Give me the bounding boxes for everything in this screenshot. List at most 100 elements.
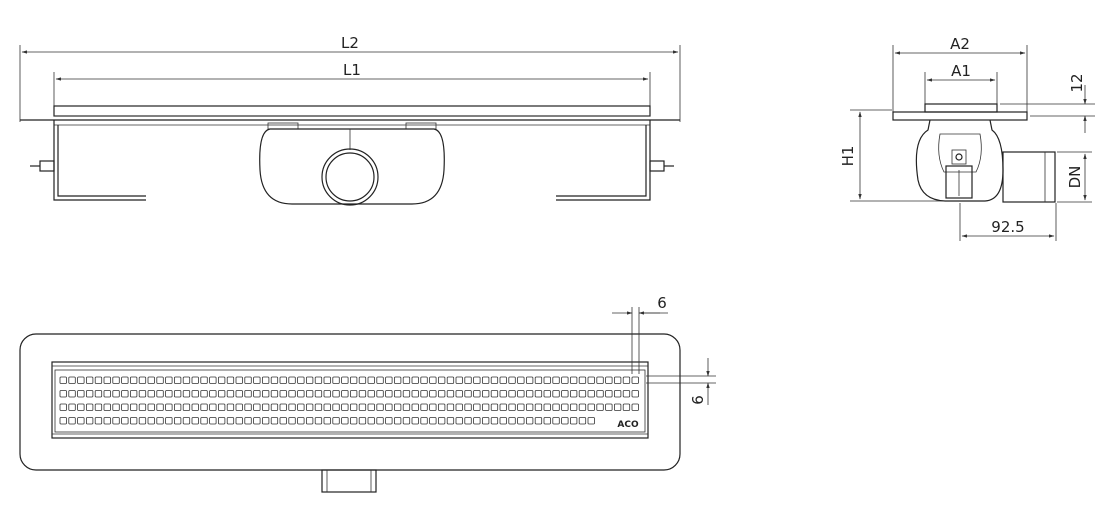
grate-slot — [288, 390, 296, 398]
front-view: L2 L1 — [19, 34, 681, 206]
grate-slot — [349, 390, 358, 398]
grate-slot — [402, 390, 411, 398]
grate-slot — [499, 376, 507, 384]
grate-brand-label: ACO — [617, 420, 639, 430]
grate-slot — [552, 390, 560, 398]
grate-slot — [103, 403, 111, 411]
plan-view: ACO 6 6 — [19, 294, 716, 493]
grate-slot — [376, 403, 384, 411]
a2-label: A2 — [950, 35, 970, 53]
grate-slot — [578, 417, 587, 425]
grate-slot — [481, 376, 490, 384]
grate-slot — [112, 376, 120, 384]
grate-slot — [129, 390, 138, 398]
grate-slot — [173, 417, 182, 425]
slot-height-dimension: 6 — [646, 358, 716, 405]
grate-slot — [490, 403, 499, 411]
grate-slot — [147, 390, 155, 398]
grate-slot — [376, 376, 384, 384]
grate-slot — [552, 417, 560, 425]
grate-slot — [570, 403, 578, 411]
outer-frame — [19, 333, 681, 471]
grate-slots — [59, 376, 639, 425]
grate-slot — [235, 417, 243, 425]
grate-thickness-label: 12 — [1068, 73, 1086, 92]
grate-slot — [261, 417, 270, 425]
grate-slot — [464, 390, 472, 398]
grate-slot — [305, 403, 314, 411]
grate-slot — [473, 417, 481, 425]
grate-slot — [94, 417, 103, 425]
grate-slot — [622, 403, 631, 411]
grate-slot — [165, 403, 173, 411]
grate-slot — [543, 403, 551, 411]
grate-slot — [508, 390, 516, 398]
grate-slot — [323, 390, 331, 398]
outlet-offset-dimension: 92.5 — [959, 203, 1057, 241]
grate-slot — [138, 376, 147, 384]
grate-slot — [578, 403, 587, 411]
grate-slot — [490, 417, 499, 425]
grate-slot — [455, 376, 463, 384]
grate-slot — [481, 390, 490, 398]
grate-slot — [437, 403, 446, 411]
grate-slot — [393, 376, 402, 384]
slot-width-label: 6 — [657, 294, 667, 312]
grate-slot — [455, 390, 463, 398]
grate-slot — [323, 417, 331, 425]
grate-slot — [393, 403, 402, 411]
grate-slot — [226, 403, 235, 411]
l1-dimension: L1 — [53, 61, 651, 112]
grate-slot — [455, 417, 463, 425]
grate-slot — [517, 390, 525, 398]
grate-slot — [420, 417, 428, 425]
grate-slot — [473, 390, 481, 398]
grate-slot — [622, 376, 631, 384]
grate-slot — [297, 376, 305, 384]
grate-slot — [156, 376, 164, 384]
grate-slot — [481, 403, 490, 411]
grate-slot — [147, 376, 155, 384]
grate-slot — [367, 417, 375, 425]
grate-slot — [534, 403, 543, 411]
grate-slot — [77, 403, 85, 411]
grate-slot — [112, 417, 120, 425]
channel-body — [20, 105, 680, 201]
grate-slot — [270, 403, 279, 411]
grate-slot — [209, 376, 217, 384]
grate-slot — [446, 390, 455, 398]
grate-inner — [54, 369, 646, 433]
grate-slot — [226, 376, 235, 384]
grate-slot — [217, 390, 226, 398]
grate-slot — [270, 417, 279, 425]
grate-slot — [596, 376, 604, 384]
a1-label: A1 — [951, 62, 971, 80]
grate-slot — [561, 403, 569, 411]
grate-slot — [341, 390, 349, 398]
h1-dimension: H1 — [839, 109, 945, 202]
grate-slot — [587, 376, 595, 384]
l2-dimension: L2 — [19, 34, 681, 122]
grate-slot — [103, 376, 111, 384]
grate-slot — [323, 376, 331, 384]
grate-slot — [526, 417, 534, 425]
grate-slot — [349, 376, 358, 384]
grate-slot — [94, 376, 103, 384]
grate-slot — [367, 403, 375, 411]
grate-slot — [173, 390, 182, 398]
grate-slot — [279, 403, 287, 411]
grate-slot — [147, 403, 155, 411]
grate-slot — [112, 390, 120, 398]
grate-slot — [517, 403, 525, 411]
grate-slot — [341, 417, 349, 425]
grate-slot — [297, 403, 305, 411]
grate-slot — [429, 417, 437, 425]
grate-slot — [596, 390, 604, 398]
grate-slot — [86, 403, 94, 411]
grate-slot — [235, 390, 243, 398]
grate-slot — [138, 403, 147, 411]
grate-slot — [561, 390, 569, 398]
grate-slot — [77, 376, 85, 384]
grate-slot — [614, 403, 622, 411]
dn-dimension: DN — [1057, 151, 1092, 203]
